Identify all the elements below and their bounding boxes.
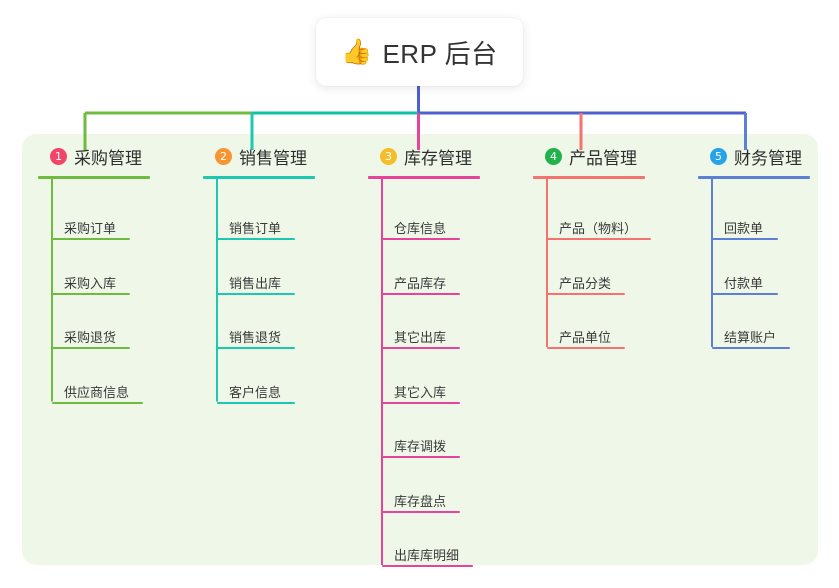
leaf-item-underline bbox=[712, 347, 790, 349]
leaf-item[interactable]: 供应商信息 bbox=[64, 384, 130, 400]
leaf-item-underline bbox=[52, 292, 130, 295]
branch-column-2: 2 销售管理销售订单销售出库销售退货客户信息 bbox=[203, 143, 315, 404]
branch-column-4: 4 产品管理产品（物料） 产品分类产品单位 bbox=[533, 143, 651, 349]
leaf-item[interactable]: 出库库明细 bbox=[394, 548, 460, 563]
leaf-item-underline bbox=[217, 347, 295, 349]
branch-title: 产品管理 bbox=[569, 148, 637, 168]
leaf-item-underline bbox=[382, 292, 460, 295]
leaf-item[interactable]: 销售退货 bbox=[229, 330, 282, 345]
leaf-item[interactable]: 产品单位 bbox=[559, 330, 612, 345]
branch-header-underline bbox=[203, 176, 315, 179]
leaf-item-underline bbox=[382, 401, 460, 404]
branch-header-5[interactable]: 5 财务管理 bbox=[698, 143, 802, 169]
leaf-item-underline bbox=[382, 238, 460, 240]
leaf-item[interactable]: 其它出库 bbox=[394, 330, 447, 345]
branch-title: 库存管理 bbox=[404, 148, 472, 168]
leaf-item[interactable]: 回款单 bbox=[724, 221, 764, 236]
leaf-item[interactable]: 产品（物料） bbox=[559, 221, 638, 236]
diagram-background-panel bbox=[22, 134, 818, 565]
branch-number-badge: 4 bbox=[545, 147, 562, 165]
leaf-item-underline bbox=[382, 565, 473, 567]
leaf-item-underline bbox=[217, 292, 295, 295]
thumbs-up-icon: 👍 bbox=[341, 37, 373, 66]
leaf-item[interactable]: 结算账户 bbox=[724, 330, 777, 345]
branch-number-badge: 2 bbox=[215, 147, 232, 165]
branch-column-1: 1 采购管理采购订单采购入库采购退货供应商信息 bbox=[38, 143, 150, 404]
leaf-item-underline bbox=[382, 456, 460, 458]
branch-column-5: 5 财务管理回款单付款单结算账户 bbox=[698, 143, 810, 349]
branch-header-1[interactable]: 1 采购管理 bbox=[38, 143, 142, 169]
leaf-item[interactable]: 库存盘点 bbox=[394, 493, 447, 509]
branch-column-3: 3 库存管理仓库信息产品库存其它出库其它入库库存调拨库存盘点出库库明细 bbox=[368, 143, 480, 567]
leaf-item[interactable]: 客户信息 bbox=[229, 384, 282, 400]
leaf-item[interactable]: 其它入库 bbox=[394, 384, 447, 400]
branch-number-badge: 5 bbox=[710, 147, 727, 165]
leaf-item[interactable]: 库存调拨 bbox=[394, 439, 447, 454]
leaf-item-underline bbox=[52, 401, 143, 404]
leaf-item[interactable]: 产品库存 bbox=[394, 275, 447, 291]
leaf-item-underline bbox=[52, 347, 130, 349]
branch-header-3[interactable]: 3 库存管理 bbox=[368, 143, 472, 169]
branch-number-badge: 1 bbox=[50, 147, 67, 165]
branch-number-badge: 3 bbox=[380, 147, 397, 165]
leaf-item[interactable]: 销售订单 bbox=[229, 221, 282, 236]
root-node-card[interactable]: 👍 ERP 后台 bbox=[316, 18, 523, 86]
leaf-item[interactable]: 产品分类 bbox=[559, 275, 612, 291]
leaf-item-underline bbox=[547, 238, 651, 240]
leaf-item-underline bbox=[52, 238, 130, 240]
branch-header-2[interactable]: 2 销售管理 bbox=[203, 143, 307, 169]
leaf-item-underline bbox=[547, 347, 625, 349]
leaf-item-underline bbox=[547, 292, 625, 295]
leaf-item[interactable]: 采购退货 bbox=[64, 330, 117, 345]
leaf-item-underline bbox=[217, 238, 295, 240]
leaf-item-underline bbox=[382, 347, 460, 349]
root-node-label: ERP 后台 bbox=[382, 38, 498, 69]
branch-title: 采购管理 bbox=[74, 148, 142, 168]
branch-header-underline bbox=[368, 176, 480, 179]
leaf-item-underline bbox=[712, 238, 778, 240]
branch-header-underline bbox=[533, 176, 645, 179]
branch-title: 销售管理 bbox=[239, 148, 307, 168]
leaf-item[interactable]: 采购入库 bbox=[64, 275, 117, 291]
leaf-item-underline bbox=[382, 510, 460, 513]
branch-title: 财务管理 bbox=[734, 148, 802, 168]
branch-header-underline bbox=[698, 176, 810, 179]
branch-header-4[interactable]: 4 产品管理 bbox=[533, 143, 637, 169]
leaf-item[interactable]: 仓库信息 bbox=[394, 221, 447, 236]
leaf-item[interactable]: 采购订单 bbox=[64, 221, 117, 236]
leaf-item[interactable]: 销售出库 bbox=[229, 275, 282, 291]
leaf-item[interactable]: 付款单 bbox=[724, 275, 764, 291]
branch-header-underline bbox=[38, 176, 150, 179]
leaf-item-underline bbox=[712, 292, 778, 295]
leaf-item-underline bbox=[217, 401, 295, 404]
